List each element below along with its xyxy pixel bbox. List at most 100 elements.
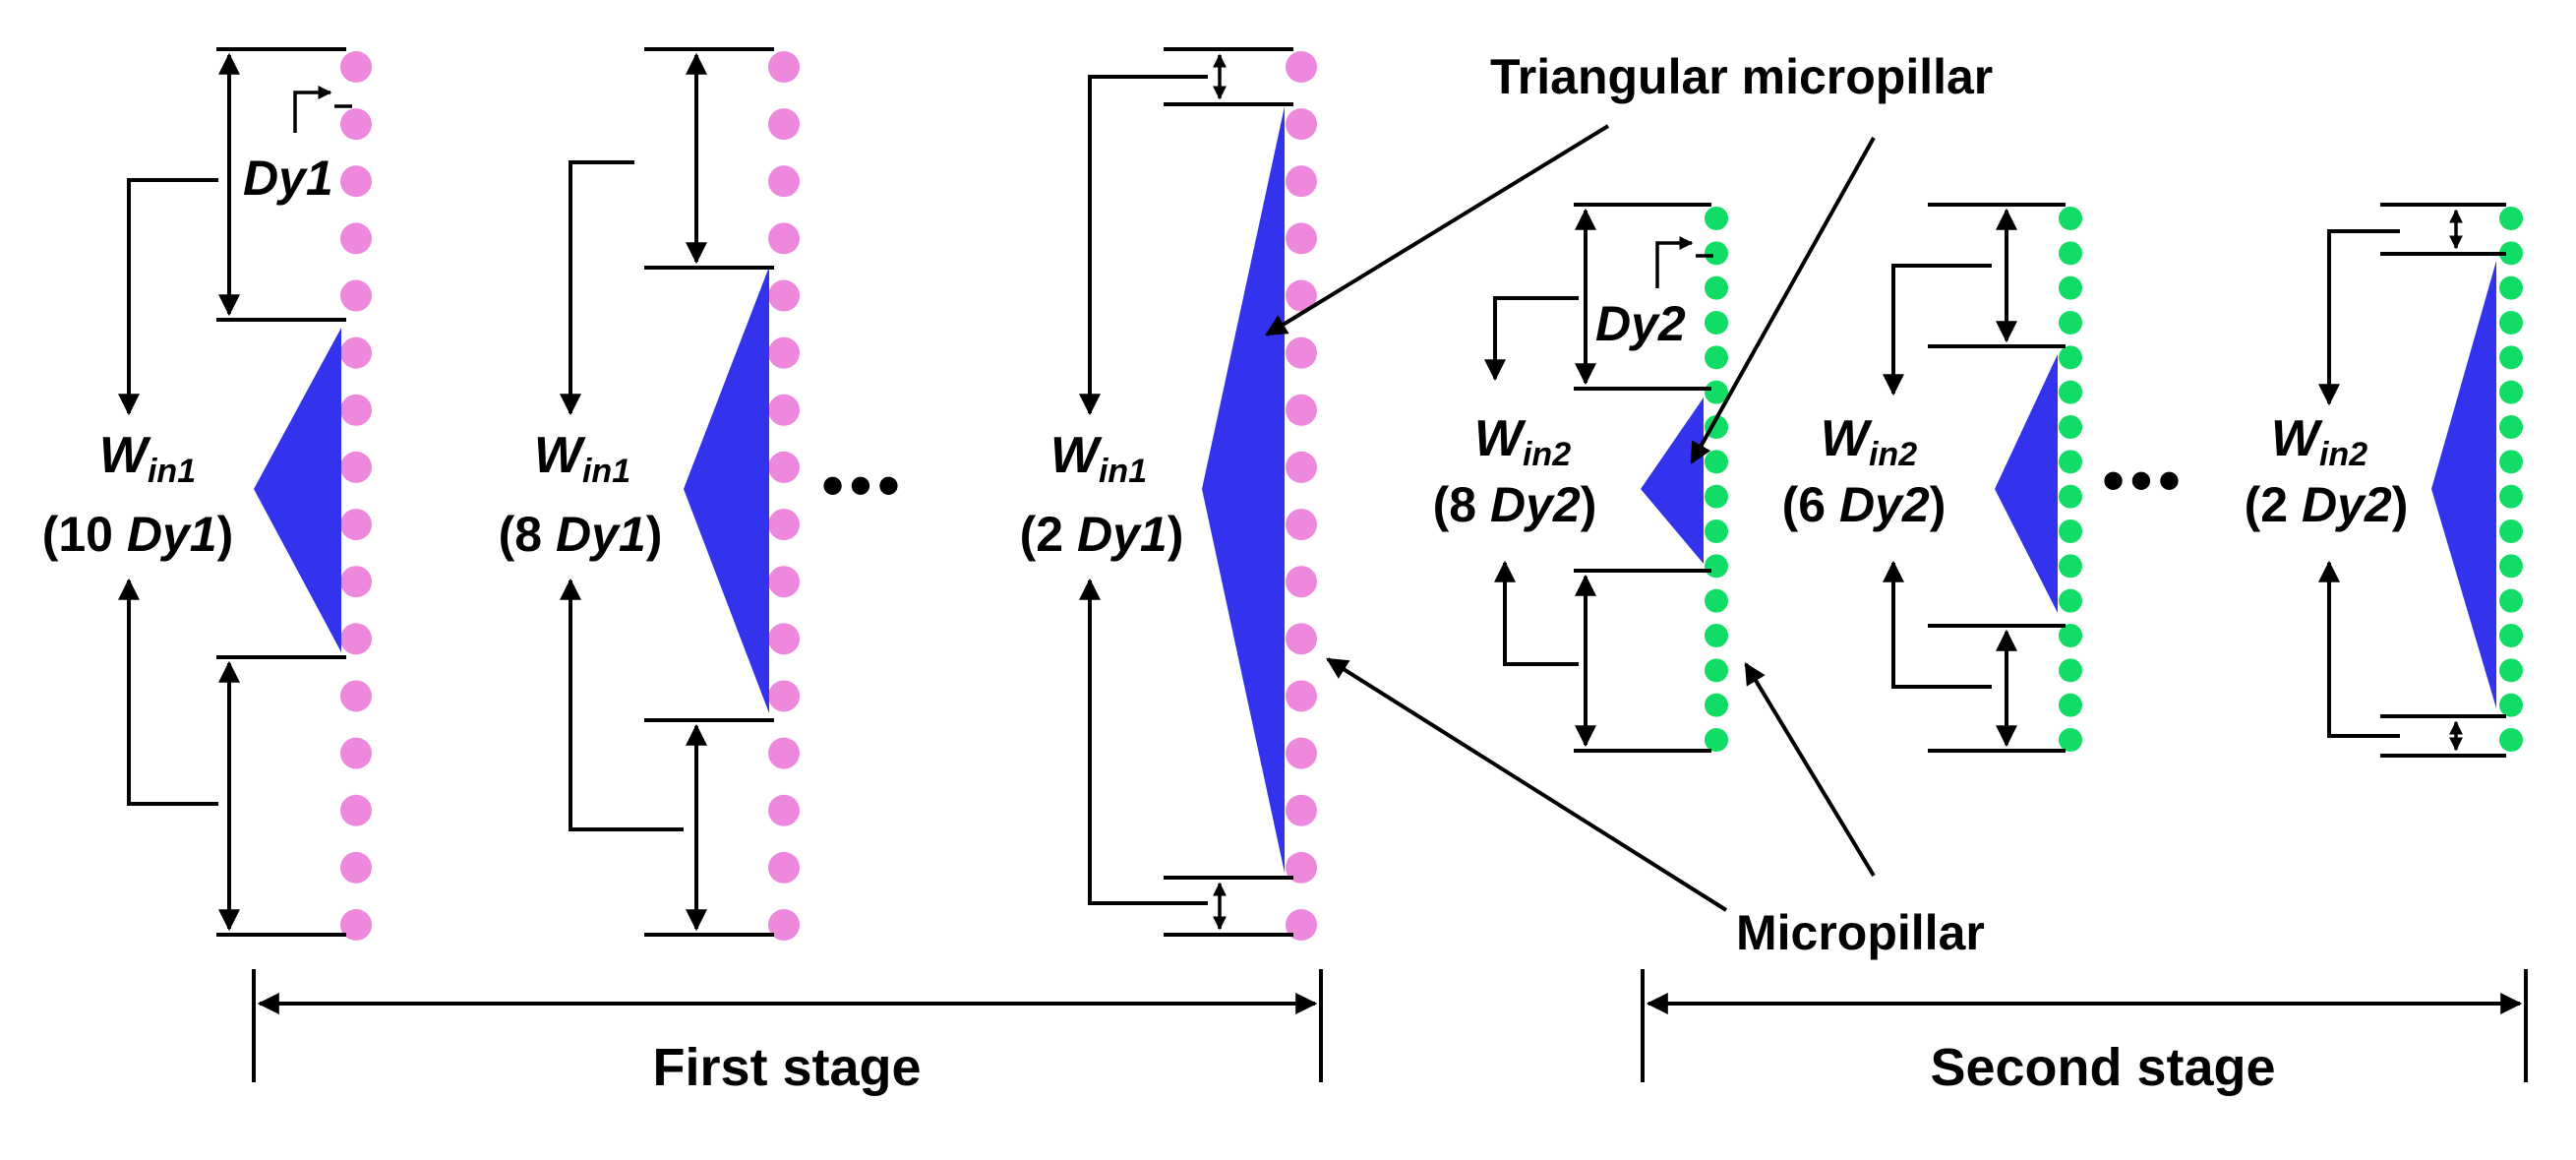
micropillar-dot [1286,165,1317,198]
micropillar-dot [1286,680,1317,712]
dy1-indicator-arrow [293,86,332,133]
width-arrow-bottom [2318,560,2400,738]
micropillar-dot [340,566,372,598]
micropillar-dot [2499,345,2523,370]
micropillar-dot [340,509,372,541]
micropillar-dot [1705,588,1728,613]
micropillar-callout: Micropillar [1736,905,1985,960]
stage1-unit-8dy1: Win1 (8 Dy1) [499,47,800,941]
micropillar-dot [768,336,800,369]
svg-text:Win1: Win1 [1050,427,1147,490]
micropillar-dot [1705,693,1728,717]
micropillar-dot [2059,588,2082,613]
micropillar-dot [768,623,800,655]
micropillar-dot [1705,380,1728,404]
micropillar-dot [1286,509,1317,541]
micropillar-dot [340,451,372,483]
micropillar-dot [1286,851,1317,884]
width-arrow-bottom [1079,578,1208,905]
micropillar-dot [2059,207,2082,230]
micropillar-dot [768,566,800,598]
svg-text:Win2: Win2 [1821,410,1917,473]
micropillar-dot [340,680,372,712]
pillar-column [2499,207,2523,752]
callout-arrow-tri-1 [1265,124,1610,336]
micropillar-dot [340,737,372,769]
micropillar-dot [2499,241,2523,266]
micropillar-dot [1286,51,1317,83]
micropillar-dot [1705,345,1728,370]
micropillar-dot [1705,484,1728,509]
micropillar-dot [768,222,800,255]
width-arrow-bottom [560,578,684,831]
pillar-column [340,51,372,941]
micropillar-dot [768,279,800,312]
micropillar-dot [2499,519,2523,543]
micropillar-dot [768,737,800,769]
pillar-column [768,51,800,941]
micropillar-dot [2499,415,2523,439]
dy2-indicator-arrow [1655,236,1694,288]
triangular-micropillar [684,267,769,713]
micropillar-dot [2059,484,2082,509]
micropillar-dot [340,794,372,826]
stage2-unit-8dy2: Dy2 Win2 (8 Dy2) [1433,203,1728,753]
micropillar-dot [2499,311,2523,335]
micropillar-dot [1705,728,1728,752]
callout-arrow-pillar-2 [1744,662,1876,878]
triangular-micropillar-callout: Triangular micropillar [1490,49,1993,104]
micropillar-dot [2499,728,2523,752]
micropillar-dot [1286,394,1317,426]
callout-arrow-pillar-1 [1326,657,1728,912]
micropillar-dot [2059,728,2082,752]
micropillar-dot [768,165,800,198]
micropillar-dot [340,394,372,426]
micropillar-dot [340,51,372,83]
dy1-label: Dy1 [243,151,333,206]
micropillar-dot [768,851,800,884]
first-stage-label: First stage [652,1038,921,1097]
triangular-micropillar [1202,106,1285,873]
micropillar-dot [1705,311,1728,335]
pillar-column [1286,51,1317,941]
micropillar-dot [1705,624,1728,647]
ellipsis-stage1: ••• [821,450,905,520]
micropillar-dot [1705,554,1728,579]
micropillar-dot [1286,279,1317,312]
micropillar-dot [1286,222,1317,255]
micropillar-dot [340,851,372,884]
pillar-column [1705,207,1728,752]
stage1-unit-10dy1: Dy1 Win1 (10 Dy1) [42,47,372,941]
pillar-column [2059,207,2082,752]
micropillar-dot [1705,658,1728,683]
micropillar-dot [2059,450,2082,474]
micropillar-dot [2499,484,2523,509]
micropillar-dot [1705,519,1728,543]
micropillar-dot [2499,275,2523,300]
svg-text:Win1: Win1 [534,427,630,490]
micropillar-dot [2059,275,2082,300]
micropillar-dot [1286,794,1317,826]
micropillar-dot [1705,207,1728,230]
micropillar-dot [2059,658,2082,683]
micropillar-dot [1705,275,1728,300]
micropillar-dot [2499,658,2523,683]
stage1-unit-2dy1: Win1 (2 Dy1) [1020,47,1317,941]
micropillar-dot [2059,345,2082,370]
width-arrow-top [1883,264,1992,397]
micropillar-dot [2059,693,2082,717]
micropillar-dot [2059,241,2082,266]
width-arrow-top [560,160,634,416]
micropillar-dot [768,794,800,826]
micropillar-dot [768,394,800,426]
svg-text:Win2: Win2 [2271,410,2367,473]
micropillar-dot [1286,108,1317,141]
callout-arrow-tri-2 [1690,137,1876,464]
width-label: (6 Dy2) [1782,477,1947,532]
micropillar-dot [2499,450,2523,474]
micropillar-dot [340,909,372,941]
micropillar-dot [1286,336,1317,369]
micropillar-dot [2499,380,2523,404]
micropillar-dot [768,509,800,541]
